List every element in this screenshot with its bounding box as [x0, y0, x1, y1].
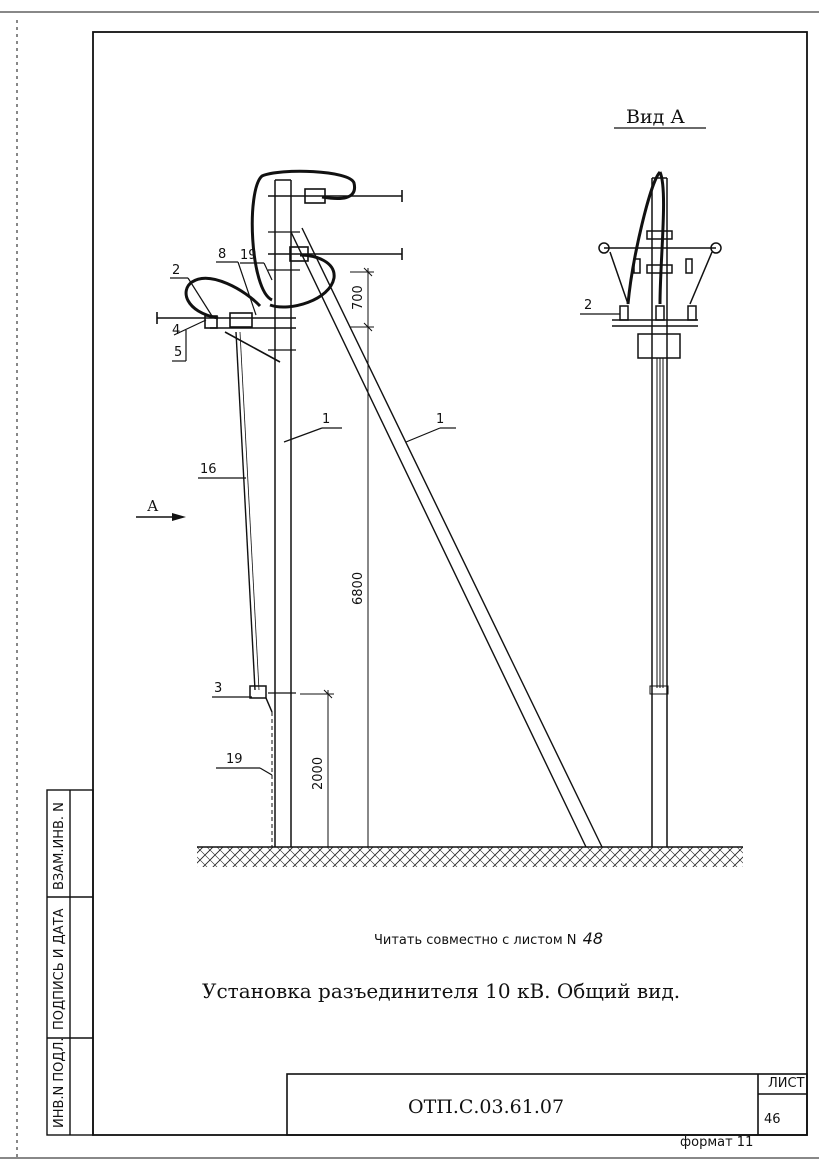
callout-2-right: 2 — [584, 298, 592, 313]
main-pole — [274, 179, 292, 847]
callout-16: 16 — [200, 462, 217, 477]
callout-leaders — [170, 261, 456, 776]
title-block — [286, 1073, 808, 1136]
callout-5: 5 — [174, 345, 182, 360]
operating-rod-shadow — [239, 331, 260, 691]
callout-3: 3 — [214, 681, 222, 696]
middle-crossarm — [268, 246, 403, 262]
dimension-700: 700 — [351, 285, 366, 310]
view-a-drive-rods — [649, 358, 669, 695]
operating-rod — [235, 331, 256, 691]
format-label: формат 11 — [680, 1135, 753, 1150]
dimension-6800: 6800 — [351, 572, 366, 605]
reading-note-prefix: Читать совместно с листом N — [374, 933, 577, 948]
view-a-label: Вид А — [626, 106, 685, 128]
view-a-pole — [651, 177, 668, 847]
view-a-conductor — [626, 170, 666, 305]
sheet-label: ЛИСТ — [768, 1076, 805, 1091]
strut-pole — [290, 227, 603, 848]
callout-1-strut: 1 — [436, 412, 444, 427]
callout-4: 4 — [172, 323, 180, 338]
disconnector-crossarm — [156, 312, 296, 363]
callout-19-top: 19 — [240, 248, 257, 263]
drive-mechanism — [249, 685, 273, 713]
reading-note: Читать совместно с листом N 48 — [374, 929, 603, 948]
sheet-number: 46 — [764, 1112, 781, 1127]
view-a-crossarm — [598, 230, 722, 305]
callout-19-bottom: 19 — [226, 752, 243, 767]
view-arrow — [136, 513, 186, 521]
drawing-title: Установка разъединителя 10 кВ. Общий вид… — [202, 979, 680, 1003]
stamp-vzam-inv: ВЗАМ.ИНВ. N — [52, 802, 67, 890]
view-a-disconnector-base — [612, 305, 698, 359]
callout-1-pole: 1 — [322, 412, 330, 427]
pole-clamps — [268, 231, 300, 694]
view-arrow-label: А — [147, 497, 159, 515]
dimension-lines — [300, 267, 374, 847]
dimension-2000: 2000 — [311, 757, 326, 790]
stamp-inv-podl: ИНВ.N ПОДЛ. — [52, 1038, 67, 1128]
callout-8: 8 — [218, 247, 226, 262]
reading-note-sheet: 48 — [583, 929, 603, 948]
conductor-loops — [184, 169, 357, 320]
callout-2-left: 2 — [172, 263, 180, 278]
upper-crossarm — [268, 188, 403, 204]
stamp-podpis-data: ПОДПИСЬ И ДАТА — [52, 908, 67, 1030]
ground-hatch — [197, 847, 743, 867]
drawing-code: ОТП.С.03.61.07 — [408, 1096, 564, 1118]
side-stamp — [46, 789, 94, 1136]
